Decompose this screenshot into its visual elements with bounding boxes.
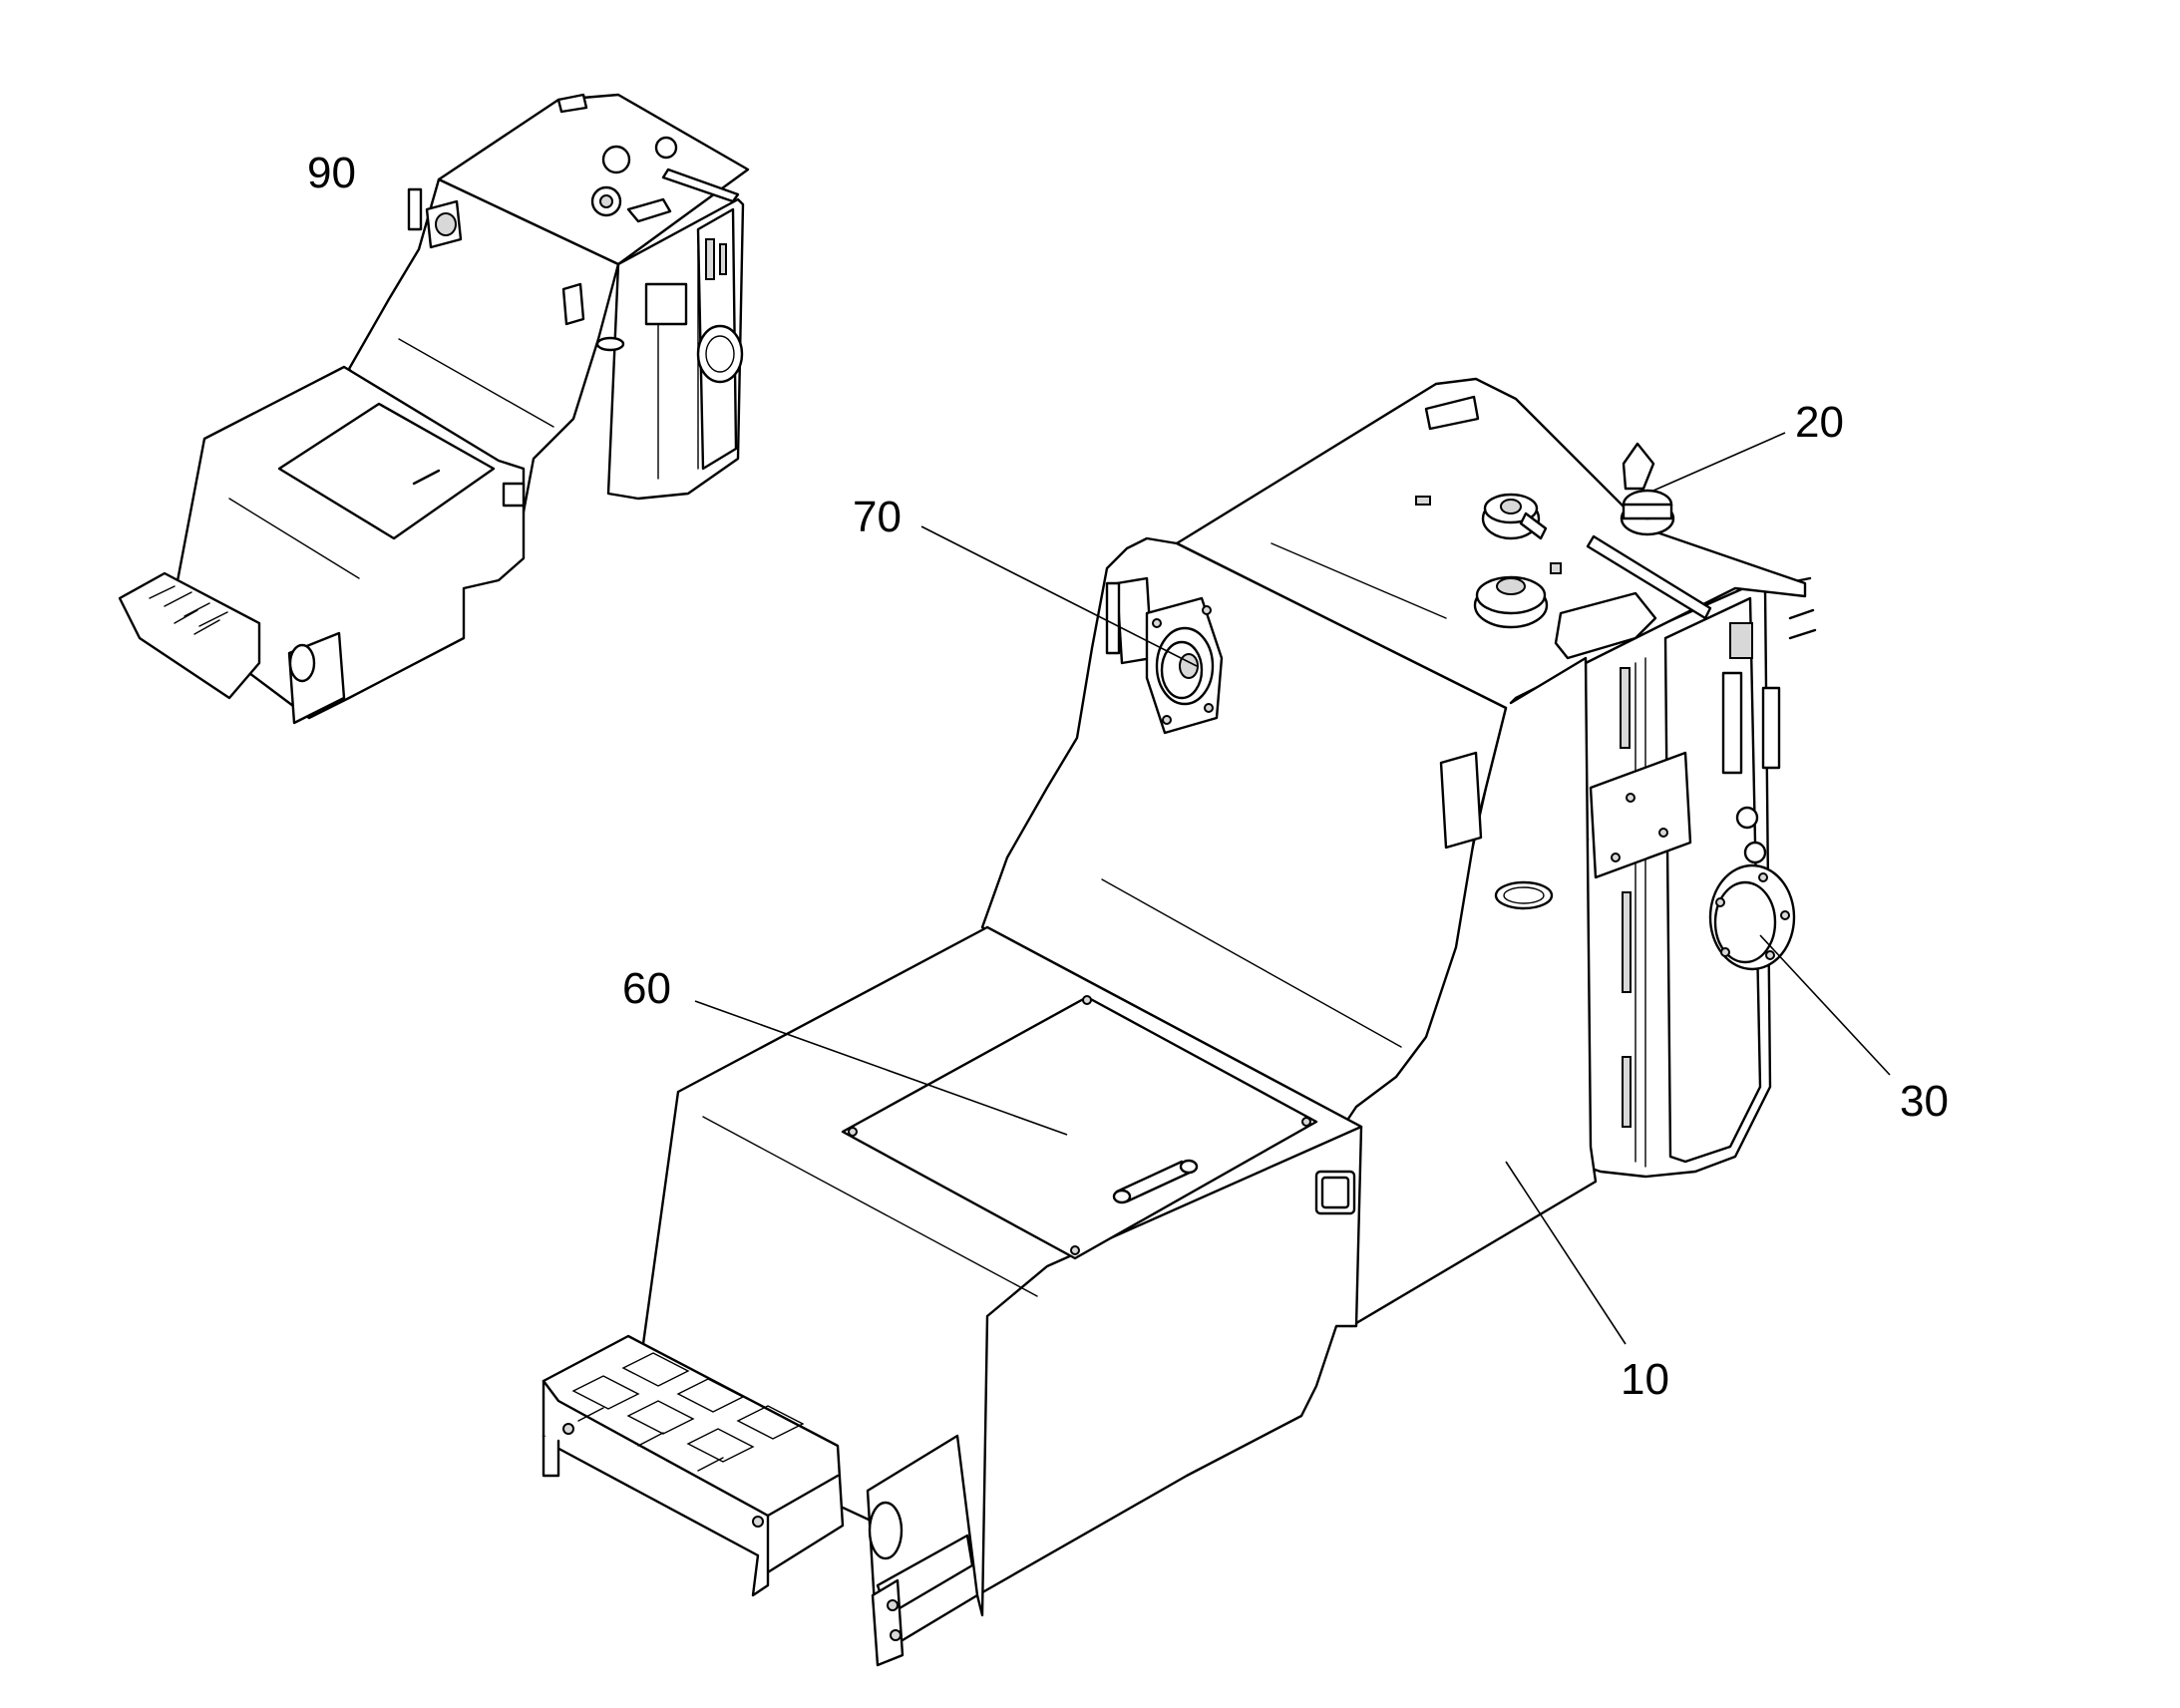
callout-60: 60	[622, 964, 671, 1013]
leader-lines	[694, 432, 1891, 1345]
overview-assembly-illustration	[118, 93, 750, 725]
callout-10: 10	[1621, 1355, 1669, 1404]
main-assembly-illustration	[542, 377, 1817, 1667]
leader-60	[694, 1000, 1068, 1136]
leader-10	[1505, 1161, 1627, 1345]
leader-70	[920, 525, 1198, 667]
callout-90: 90	[307, 149, 356, 197]
leader-20	[1652, 432, 1786, 492]
callout-20: 20	[1795, 398, 1844, 447]
callout-30: 30	[1900, 1077, 1949, 1126]
leader-30	[1759, 934, 1891, 1076]
callout-70: 70	[853, 493, 902, 541]
